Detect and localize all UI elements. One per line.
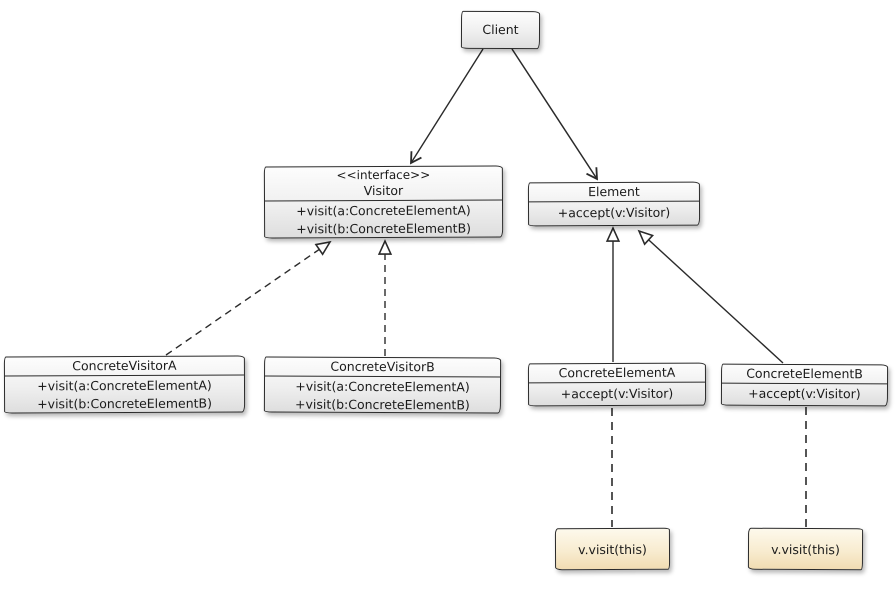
class-concrete-element-a: ConcreteElementA +accept(v:Visitor) xyxy=(527,362,707,407)
class-concrete-visitor-b-members: +visit(a:ConcreteElementA) +visit(b:Conc… xyxy=(264,375,501,416)
method-accept: +accept(v:Visitor) xyxy=(557,205,671,221)
class-concrete-visitor-a-title: ConcreteVisitorA xyxy=(5,356,244,375)
class-concrete-visitor-b: ConcreteVisitorB +visit(a:ConcreteElemen… xyxy=(263,356,502,416)
class-element-name: Element xyxy=(588,183,640,200)
edge-concreteelementb-extends-element xyxy=(637,229,784,364)
note-v-visit-this-b: v.visit(this) xyxy=(747,527,864,571)
method-visit-b: +visit(b:ConcreteElementB) xyxy=(37,395,213,412)
class-concrete-element-a-name: ConcreteElementA xyxy=(558,364,676,381)
method-visit-a: +visit(a:ConcreteElementA) xyxy=(295,378,470,395)
method-accept: +accept(v:Visitor) xyxy=(748,386,861,402)
method-visit-a: +visit(a:ConcreteElementA) xyxy=(37,377,212,394)
class-visitor: <<interface>> Visitor +visit(a:ConcreteE… xyxy=(263,165,504,240)
class-visitor-stereotype: <<interface>> xyxy=(336,167,431,183)
edge-concretevisitora-realizes-visitor xyxy=(165,240,332,356)
note-text: v.visit(this) xyxy=(578,541,647,557)
class-concrete-visitor-a-members: +visit(a:ConcreteElementA) +visit(b:Conc… xyxy=(4,374,245,415)
method-visit-a: +visit(a:ConcreteElementA) xyxy=(296,202,471,219)
method-visit-b: +visit(b:ConcreteElementB) xyxy=(296,220,472,237)
class-concrete-element-a-title: ConcreteElementA xyxy=(529,364,705,382)
edge-client-to-visitor xyxy=(410,48,484,165)
class-client: Client xyxy=(460,10,541,50)
class-element-members: +accept(v:Visitor) xyxy=(528,200,700,226)
edge-client-to-element xyxy=(511,48,598,181)
class-concrete-visitor-b-name: ConcreteVisitorB xyxy=(330,358,435,375)
method-visit-b: +visit(b:ConcreteElementB) xyxy=(294,396,470,413)
class-concrete-visitor-a: ConcreteVisitorA +visit(a:ConcreteElemen… xyxy=(3,355,246,415)
class-visitor-members: +visit(a:ConcreteElementA) +visit(b:Conc… xyxy=(264,199,503,240)
class-concrete-visitor-a-name: ConcreteVisitorA xyxy=(72,357,177,374)
class-element-title: Element xyxy=(529,183,699,201)
class-visitor-title: <<interface>> Visitor xyxy=(265,166,502,200)
class-client-title: Client xyxy=(462,12,539,48)
class-concrete-element-b: ConcreteElementB +accept(v:Visitor) xyxy=(720,363,889,407)
class-concrete-element-b-title: ConcreteElementB xyxy=(722,365,887,383)
class-concrete-element-b-members: +accept(v:Visitor) xyxy=(721,382,888,406)
note-v-visit-this-a: v.visit(this) xyxy=(554,527,671,571)
note-text: v.visit(this) xyxy=(771,541,840,557)
class-visitor-name: Visitor xyxy=(363,182,404,199)
class-concrete-element-b-name: ConcreteElementB xyxy=(746,365,863,382)
class-concrete-element-a-members: +accept(v:Visitor) xyxy=(528,381,706,406)
class-concrete-visitor-b-title: ConcreteVisitorB xyxy=(265,357,500,376)
class-client-name: Client xyxy=(482,22,519,38)
class-element: Element +accept(v:Visitor) xyxy=(527,181,701,227)
method-accept: +accept(v:Visitor) xyxy=(560,385,674,401)
